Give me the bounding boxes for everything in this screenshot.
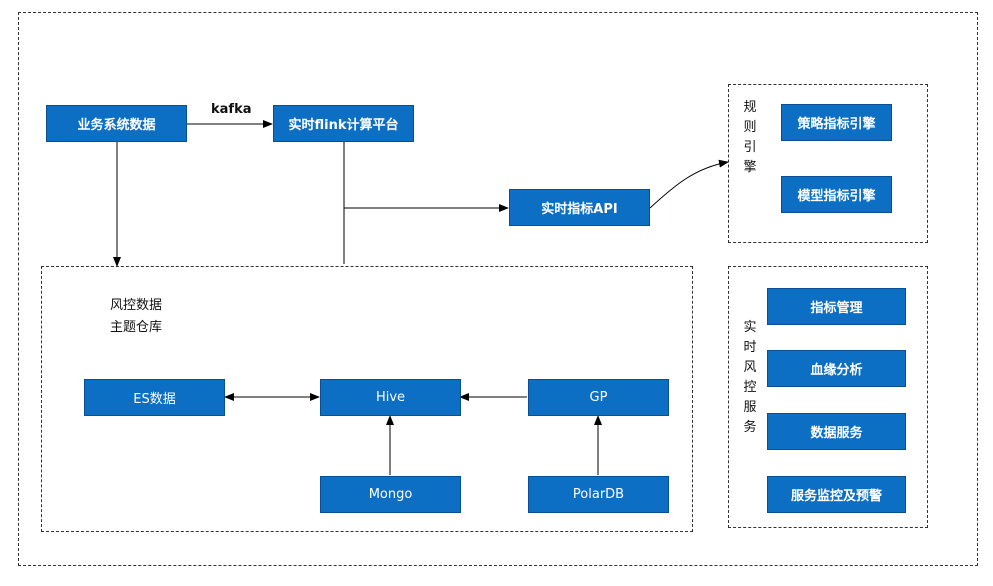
node-gp: GP <box>528 379 669 416</box>
node-data-service: 数据服务 <box>767 413 906 450</box>
node-lineage-analysis: 血缘分析 <box>767 350 906 387</box>
node-business-system-data: 业务系统数据 <box>46 105 187 142</box>
warehouse-frame <box>41 266 693 532</box>
realtime-service-label: 实 时 风 控 服 务 <box>743 320 757 435</box>
node-mongo: Mongo <box>320 476 461 513</box>
node-strategy-metric-engine: 策略指标引擎 <box>781 104 892 141</box>
node-flink-platform: 实时flink计算平台 <box>273 105 414 142</box>
node-realtime-metric-api: 实时指标API <box>509 189 650 226</box>
kafka-label: kafka <box>211 102 252 117</box>
warehouse-title-line2: 主题仓库 <box>110 320 163 335</box>
arrow-api-to-rule-engine <box>649 159 729 209</box>
node-es-data: ES数据 <box>84 379 225 416</box>
node-service-monitoring: 服务监控及预警 <box>767 476 906 513</box>
warehouse-title-line1: 风控数据 <box>110 298 163 313</box>
node-polardb: PolarDB <box>528 476 669 513</box>
node-hive: Hive <box>320 379 461 416</box>
outer-frame <box>18 12 978 566</box>
realtime-service-frame <box>728 266 928 528</box>
node-model-metric-engine: 模型指标引擎 <box>781 176 892 213</box>
node-metric-management: 指标管理 <box>767 288 906 325</box>
rule-engine-label: 规 则 引 擎 <box>743 100 757 175</box>
